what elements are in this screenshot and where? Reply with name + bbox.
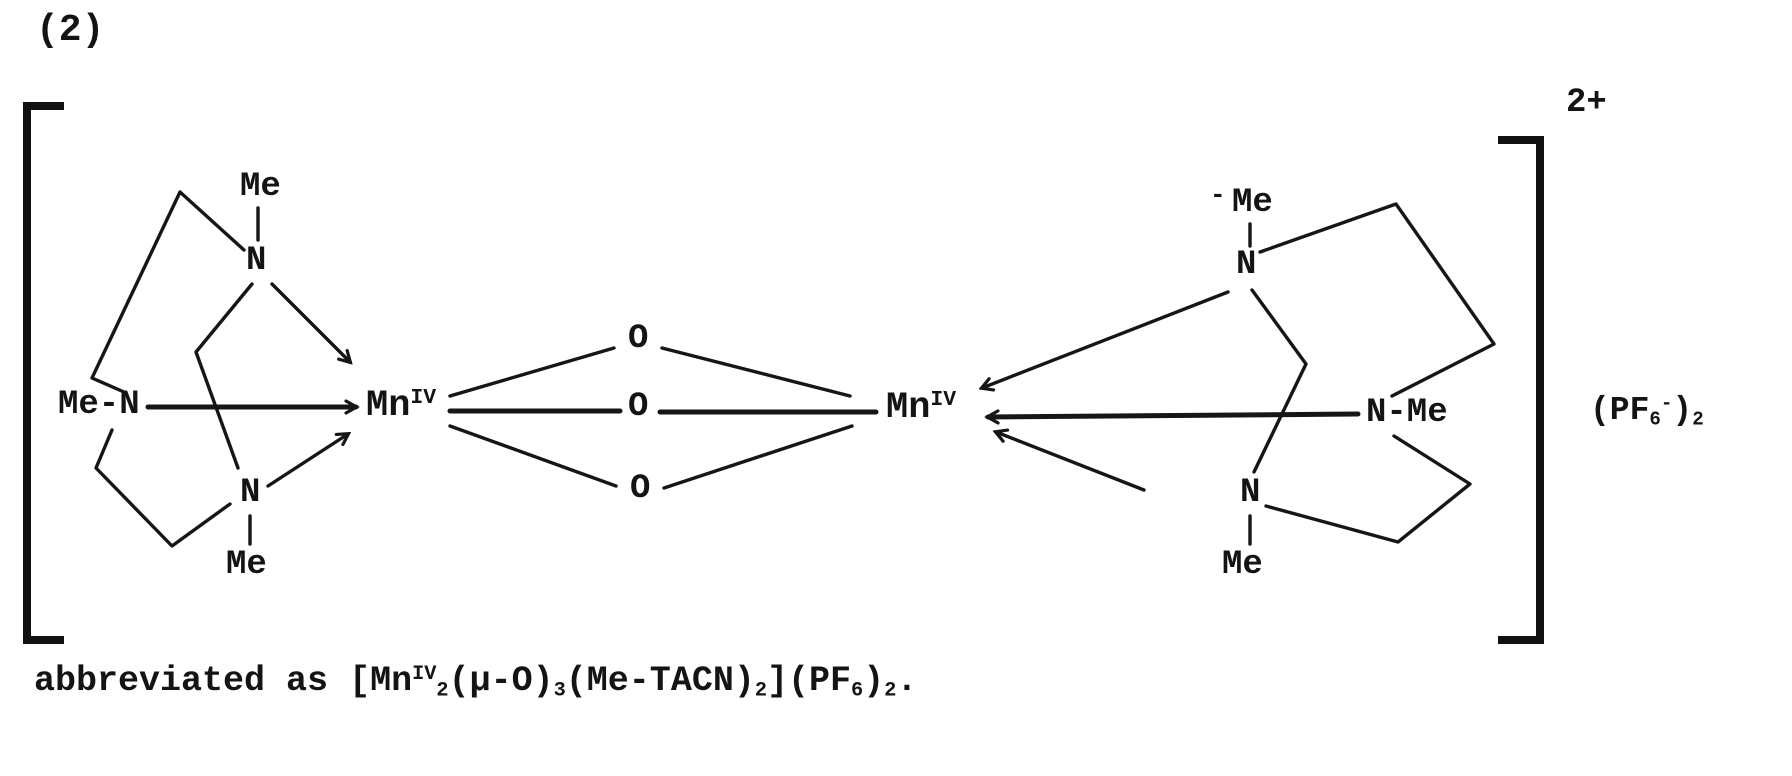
- right-donor-arrows: [982, 290, 1361, 492]
- bond-mnleft-otop: [448, 346, 616, 398]
- counterion-salt-count: 2: [1692, 408, 1704, 431]
- counterion-fluorine-count: 6: [1649, 408, 1661, 431]
- right-me-bottom-label: Me: [1222, 546, 1263, 584]
- counterion-open: (PF: [1590, 392, 1650, 429]
- caption-mn-count: 2: [436, 679, 449, 703]
- complex-charge-label: 2+: [1566, 84, 1607, 122]
- bond-mnleft-obottom: [448, 424, 618, 488]
- left-n-bottom-label: N: [240, 474, 261, 512]
- caption-open: [Mn: [349, 661, 413, 701]
- right-n-top-label: N: [1236, 246, 1257, 284]
- counterion-label: (PF6-)2: [1590, 394, 1704, 429]
- left-bracket: [23, 102, 64, 644]
- left-donor-arrows: [145, 282, 356, 488]
- mn-left-label: MnIV: [366, 385, 437, 427]
- caption-tacn-count: 2: [754, 679, 767, 703]
- right-n-me-label: N-Me: [1366, 394, 1448, 432]
- left-me-bottom-label: Me: [226, 546, 267, 584]
- arrow-nbottom-to-mn-right: [996, 432, 1146, 492]
- caption-prefix: abbreviated as: [34, 661, 350, 701]
- caption-period: .: [896, 661, 918, 701]
- mn-right-symbol: Mn: [886, 387, 931, 429]
- right-tacn-ring-bonds: [1248, 202, 1496, 546]
- mn-right-oxidation-state: IV: [930, 388, 957, 413]
- counterion-charge: -: [1660, 392, 1673, 415]
- mn-left-oxidation-state: IV: [410, 386, 437, 411]
- caption-tacn: (Me-TACN): [565, 661, 755, 701]
- complex-brackets: [23, 102, 1544, 644]
- ring-bridge-left-upper: [90, 190, 246, 394]
- ring-bridge-left-inner: [194, 282, 254, 470]
- caption-f-count: 6: [851, 679, 864, 703]
- oxo-middle-label: O: [628, 388, 649, 426]
- caption-mu-oxo: (μ-O): [448, 661, 554, 701]
- arrow-nme-to-mn-right: [988, 414, 1361, 417]
- oxo-bridge-bonds: [447, 346, 879, 490]
- left-tacn-ring-bonds: [90, 190, 260, 548]
- left-n-top-label: N: [246, 242, 267, 280]
- ring-bridge-right-inner: [1250, 288, 1308, 474]
- arrow-ntop-to-mn-right: [982, 290, 1230, 388]
- oxo-bottom-label: O: [630, 470, 651, 508]
- caption-salt-count: 2: [884, 679, 897, 703]
- right-me-top-label: Me: [1232, 184, 1273, 222]
- left-me-top-label: Me: [240, 168, 281, 206]
- abbreviation-caption: abbreviated as [MnIV2(μ-O)3(Me-TACN)2](P…: [34, 664, 917, 702]
- arrow-nbottom-to-mn-left: [266, 434, 348, 488]
- mn-right-label: MnIV: [886, 387, 957, 429]
- left-me-n-label: Me-N: [58, 386, 140, 424]
- caption-paren: ): [863, 661, 885, 701]
- figure-number: (2): [36, 9, 105, 52]
- mn-left-symbol: Mn: [366, 385, 411, 427]
- bond-otop-mnright: [660, 346, 852, 398]
- right-n-bottom-label: N: [1240, 474, 1261, 512]
- caption-mn-oxidation: IV: [412, 662, 437, 686]
- ring-bridge-left-lower: [94, 428, 232, 548]
- stray-dash-mark: -: [1210, 180, 1226, 210]
- counterion-close: ): [1672, 392, 1693, 429]
- ring-bridge-right-lower: [1264, 434, 1472, 544]
- caption-close: ](PF: [767, 661, 852, 701]
- bond-obottom-mnright: [662, 424, 854, 490]
- arrow-ntop-to-mn-left: [270, 282, 350, 362]
- right-bracket: [1498, 136, 1544, 644]
- oxo-top-label: O: [628, 320, 649, 358]
- ring-bridge-right-upper: [1258, 202, 1496, 398]
- caption-mu-oxo-count: 3: [553, 679, 566, 703]
